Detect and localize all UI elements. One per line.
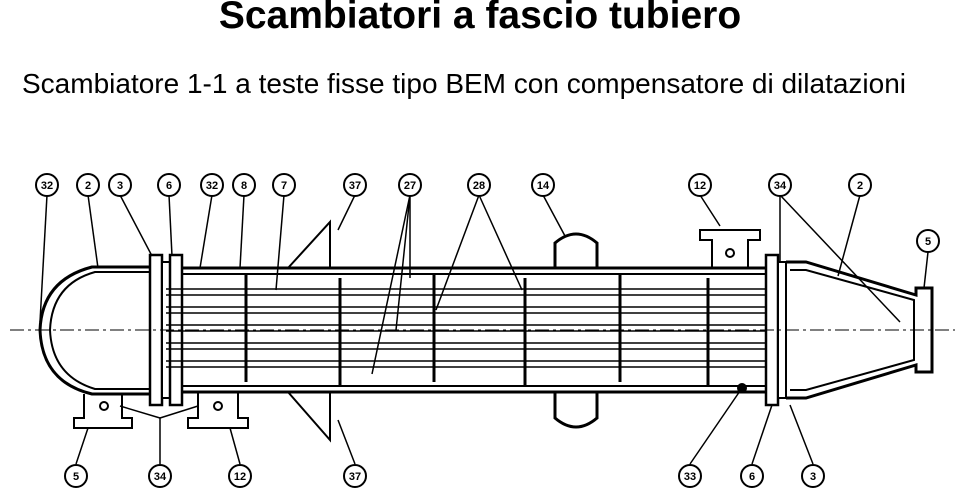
baffles: [244, 274, 710, 386]
callout-label: 5: [925, 236, 931, 248]
callout-label: 6: [749, 471, 755, 483]
leader-lines: [39, 194, 929, 465]
callout-label: 37: [349, 471, 361, 483]
callout-top-7: 7: [272, 173, 296, 197]
rear-head: [786, 260, 934, 400]
shell-nozzle-bottom: [187, 392, 249, 429]
callout-label: 33: [684, 471, 696, 483]
callout-label: 12: [234, 471, 246, 483]
callout-label: 6: [166, 180, 172, 192]
callout-bottom-5: 33: [678, 464, 702, 488]
exchanger-drawing: [10, 219, 955, 443]
callout-top-11: 14: [531, 173, 555, 197]
callout-label: 12: [694, 180, 706, 192]
callout-label: 37: [349, 180, 361, 192]
callout-bottom-4: 37: [343, 464, 367, 488]
callout-bottom-3: 12: [228, 464, 252, 488]
callout-bottom-7: 3: [801, 464, 825, 488]
callout-label: 27: [404, 180, 416, 192]
callout-label: 34: [154, 471, 167, 483]
callout-top-6: 8: [232, 173, 256, 197]
callout-label: 8: [241, 180, 247, 192]
callout-top-5: 32: [200, 173, 224, 197]
callout-top-4: 6: [157, 173, 181, 197]
callout-label: 32: [206, 180, 218, 192]
callout-top-14: 2: [848, 173, 872, 197]
callout-bottom-1: 5: [64, 464, 88, 488]
channel-nozzle: [73, 394, 133, 429]
callout-top-3: 3: [108, 173, 132, 197]
page-title: Scambiatori a fascio tubiero: [218, 0, 742, 37]
callout-label: 32: [41, 180, 53, 192]
shell-nozzle-top: [699, 229, 761, 268]
callout-label: 3: [117, 180, 123, 192]
support-saddle-bottom: [287, 391, 331, 443]
callout-top-9: 27: [398, 173, 422, 197]
callout-top-2: 2: [76, 173, 100, 197]
page-subtitle: Scambiatore 1-1 a teste fisse tipo BEM c…: [22, 68, 907, 99]
callout-label: 14: [537, 180, 550, 192]
callout-top-1: 32: [35, 173, 59, 197]
heat-exchanger-diagram: 32 2 3 6 32 8 7 37 27 28 14 12 34 2 5 5 …: [10, 173, 955, 488]
callout-bottom-6: 6: [740, 464, 764, 488]
support-saddle-top: [287, 219, 331, 269]
callout-bottom-2: 34: [148, 464, 172, 488]
callout-label: 3: [810, 471, 816, 483]
callout-top-13: 34: [768, 173, 792, 197]
callout-top-15: 5: [916, 229, 940, 253]
callout-label: 2: [85, 180, 91, 192]
callout-top-8: 37: [343, 173, 367, 197]
callout-label: 34: [774, 180, 787, 192]
expansion-joint: [553, 232, 599, 268]
callout-label: 2: [857, 180, 863, 192]
callout-label: 5: [73, 471, 79, 483]
callout-label: 28: [473, 180, 485, 192]
callout-top-12: 12: [688, 173, 712, 197]
callout-top-10: 28: [467, 173, 491, 197]
tube-bundle: [166, 288, 780, 368]
callout-label: 7: [281, 180, 287, 192]
